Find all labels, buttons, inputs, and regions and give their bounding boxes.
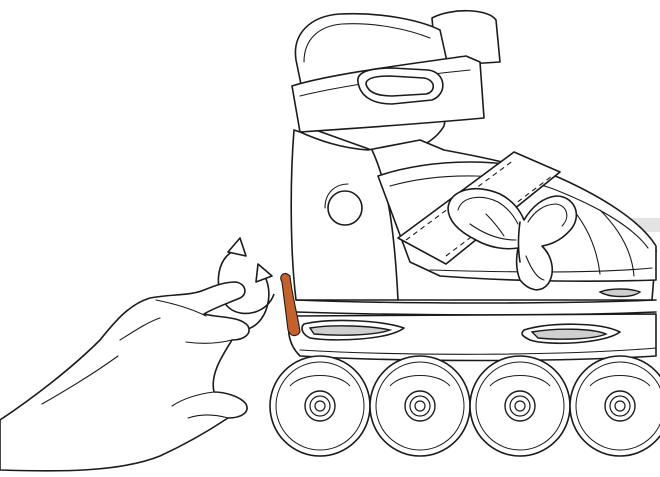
- wheel-4: [570, 356, 660, 456]
- skate-frame: [289, 314, 656, 361]
- wheel-3: [470, 356, 570, 456]
- wheel-1: [270, 356, 370, 456]
- hand: [0, 282, 249, 471]
- wheels-group: [270, 356, 660, 456]
- skate-cuff: [292, 11, 500, 153]
- wheel-2: [370, 356, 470, 456]
